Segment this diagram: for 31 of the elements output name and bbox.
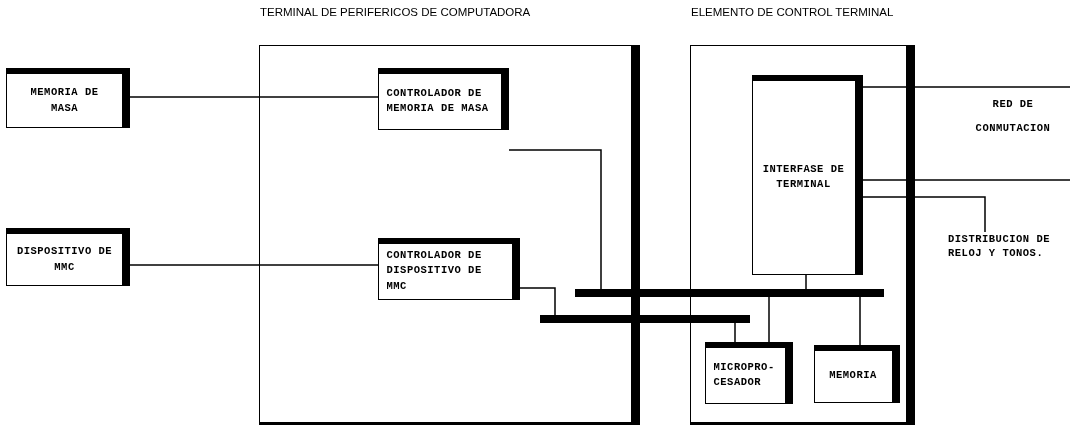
block-label: CONTROLADOR DE MEMORIA DE MASA <box>386 85 490 116</box>
block-label: DISPOSITIVO DE MMC <box>15 244 114 275</box>
bus-bar <box>575 289 884 297</box>
connector-line <box>859 296 861 346</box>
block-box <box>751 74 863 275</box>
panel-heading: TERMINAL DE PERIFERICOS DE COMPUTADORA <box>260 6 531 18</box>
connector-line <box>862 196 986 233</box>
block-box <box>377 67 509 130</box>
connector-line <box>129 96 379 98</box>
connector-line <box>129 264 379 266</box>
block-label: MEMORIA DE MASA <box>29 85 100 116</box>
connector-line <box>862 86 1071 88</box>
connector-line <box>508 149 602 290</box>
signal-label: DISTRIBUCION DE RELOJ Y TONOS. <box>948 232 1051 261</box>
block-box <box>377 237 520 300</box>
block-label: MEMORIA <box>829 368 877 384</box>
connector-line <box>734 322 736 343</box>
block-label: MICROPRO- CESADOR <box>713 359 776 390</box>
block-box <box>704 341 793 404</box>
connector-line <box>519 287 556 316</box>
block-box <box>6 228 130 286</box>
connector-line <box>805 274 807 290</box>
signal-label: RED DE CONMUTACION <box>974 97 1052 137</box>
block-box <box>813 344 900 403</box>
block-box <box>6 68 130 128</box>
panel-heading: ELEMENTO DE CONTROL TERMINAL <box>691 6 894 18</box>
block-label: CONTROLADOR DE DISPOSITIVO DE MMC <box>386 248 483 294</box>
connector-line <box>862 179 1071 181</box>
connector-line <box>768 296 770 343</box>
bus-bar <box>540 315 750 323</box>
block-label: INTERFASE DE TERMINAL <box>761 161 846 192</box>
